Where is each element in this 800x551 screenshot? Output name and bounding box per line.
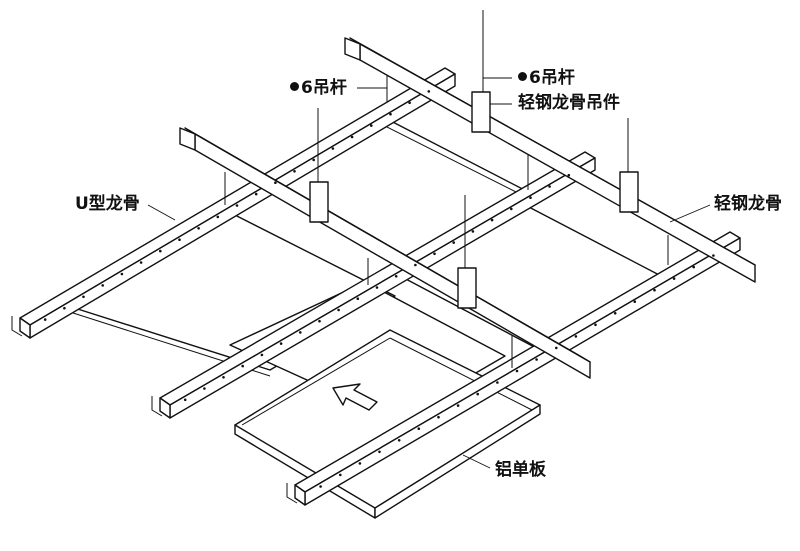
keel-hole-3-5 (633, 300, 637, 304)
keel-hole-1-6 (331, 147, 335, 150)
keel-hole-2-17 (260, 353, 264, 357)
keel-hole-3-17 (397, 439, 401, 442)
keel-hole-1-19 (82, 295, 85, 299)
keel-hole-1-17 (120, 272, 124, 276)
u-keel-2 (151, 151, 596, 419)
keel-hole-2-15 (299, 331, 302, 334)
keel-hole-1-2 (408, 101, 411, 105)
keel-hole-2-16 (279, 342, 283, 345)
keel-hole-1-20 (63, 306, 66, 310)
keel-hole-2-21 (183, 398, 187, 402)
keel-hole-3-11 (515, 369, 519, 373)
keel-hole-1-10 (254, 192, 258, 196)
arrow-up-left-icon (332, 383, 378, 411)
keel-hole-2-3 (529, 196, 532, 199)
keel-hole-2-20 (203, 387, 206, 390)
keel-hole-2-7 (452, 241, 456, 244)
hanger-rods (224, 10, 669, 368)
keel-hole-3-6 (613, 312, 617, 315)
leader-lines (147, 77, 711, 469)
keel-hole-1-9 (274, 181, 277, 184)
keel-hole-2-19 (222, 376, 225, 379)
aluminum-panel (234, 329, 541, 519)
keel-hole-3-10 (535, 358, 538, 361)
keel-hole-2-8 (433, 252, 436, 256)
keel-hole-1-21 (43, 318, 47, 321)
filled-circle-icon (518, 72, 527, 81)
keel-hole-1-16 (139, 261, 143, 264)
keel-hole-2-2 (548, 185, 551, 188)
keel-hole-1-1 (427, 90, 431, 93)
keel-hole-1-7 (312, 158, 316, 162)
keel-hole-3-7 (594, 323, 597, 327)
rod-label-left: 6吊杆 (290, 80, 347, 97)
keel-hole-3-15 (437, 415, 440, 419)
keel-hole-1-15 (159, 249, 162, 253)
keel-hole-3-14 (456, 404, 460, 407)
u-keel-1 (11, 67, 456, 339)
keel-hole-2-14 (318, 319, 321, 323)
hanger-brackets (309, 91, 639, 309)
keel-hole-1-12 (216, 215, 220, 219)
keel-hole-2-11 (375, 286, 379, 289)
keel-hole-3-19 (358, 462, 362, 465)
light-steel-keel-2 (179, 127, 591, 379)
keel-hole-1-5 (350, 135, 354, 139)
keel-hole-1-14 (178, 238, 181, 241)
rod-label-right: 6吊杆 (518, 70, 575, 87)
u-keel-label: U型龙骨 (75, 194, 140, 214)
aluminum-panel-label: 铝单板 (495, 460, 546, 480)
keel-hole-3-13 (476, 392, 480, 396)
keel-hole-3-21 (319, 485, 322, 488)
keel-hole-2-10 (394, 275, 398, 278)
hanger-label: 轻钢龙骨吊件 (518, 93, 620, 113)
keel-hole-2-12 (356, 297, 360, 301)
keel-hole-3-3 (672, 277, 676, 280)
keel-hole-1-13 (197, 227, 200, 230)
keel-hole-1-4 (370, 124, 373, 127)
keel-hole-3-2 (692, 265, 695, 269)
rod-label-left-text: 6吊杆 (301, 78, 347, 98)
keel-hole-3-12 (496, 381, 499, 384)
keel-hole-2-5 (490, 218, 494, 222)
keel-hole-3-9 (555, 346, 558, 350)
rod-label-right-text: 6吊杆 (529, 68, 575, 88)
keel-hole-3-8 (574, 335, 578, 338)
keel-hole-3-1 (712, 254, 715, 257)
keel-hole-2-9 (414, 263, 417, 267)
keel-hole-3-16 (417, 427, 421, 431)
light-steel-keel-label: 轻钢龙骨 (714, 194, 782, 214)
keel-hole-2-1 (567, 173, 571, 177)
keel-hole-2-13 (337, 308, 340, 312)
keel-hole-3-20 (339, 473, 342, 477)
keel-hole-3-18 (378, 450, 381, 454)
keel-hole-1-8 (293, 170, 296, 173)
u-keel-3 (286, 231, 741, 506)
keel-hole-2-6 (471, 230, 475, 233)
keel-hole-2-4 (510, 207, 513, 211)
keel-hole-3-4 (653, 288, 656, 292)
keel-hole-2-18 (241, 364, 244, 368)
keel-hole-1-18 (101, 284, 104, 287)
keel-hole-1-3 (389, 112, 392, 116)
filled-circle-icon (290, 82, 299, 91)
keel-hole-1-11 (235, 204, 239, 207)
